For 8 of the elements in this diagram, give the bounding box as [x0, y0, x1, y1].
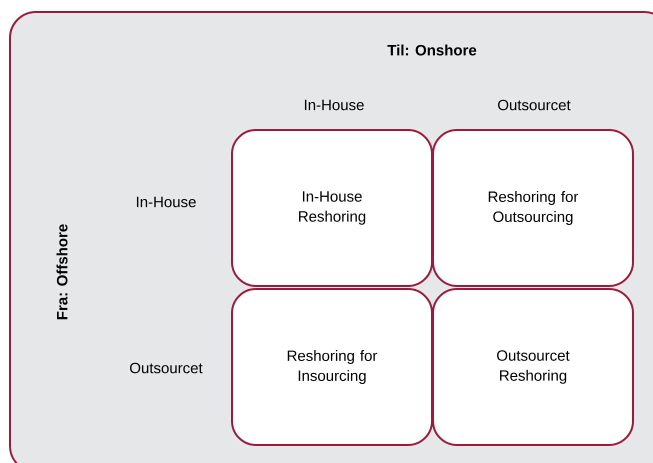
quadrant-box: In-House Reshoring	[231, 129, 433, 287]
quadrant-box: Reshoring for Outsourcing	[432, 129, 634, 287]
quadrant-box: Outsourcet Reshoring	[432, 288, 634, 446]
quadrant-box: Reshoring for Insourcing	[231, 288, 433, 446]
row-header: Outsourcet	[130, 362, 203, 374]
column-header: In-House	[304, 100, 364, 110]
row-header: In-House	[136, 196, 196, 208]
column-header: Outsourcet	[498, 100, 571, 110]
